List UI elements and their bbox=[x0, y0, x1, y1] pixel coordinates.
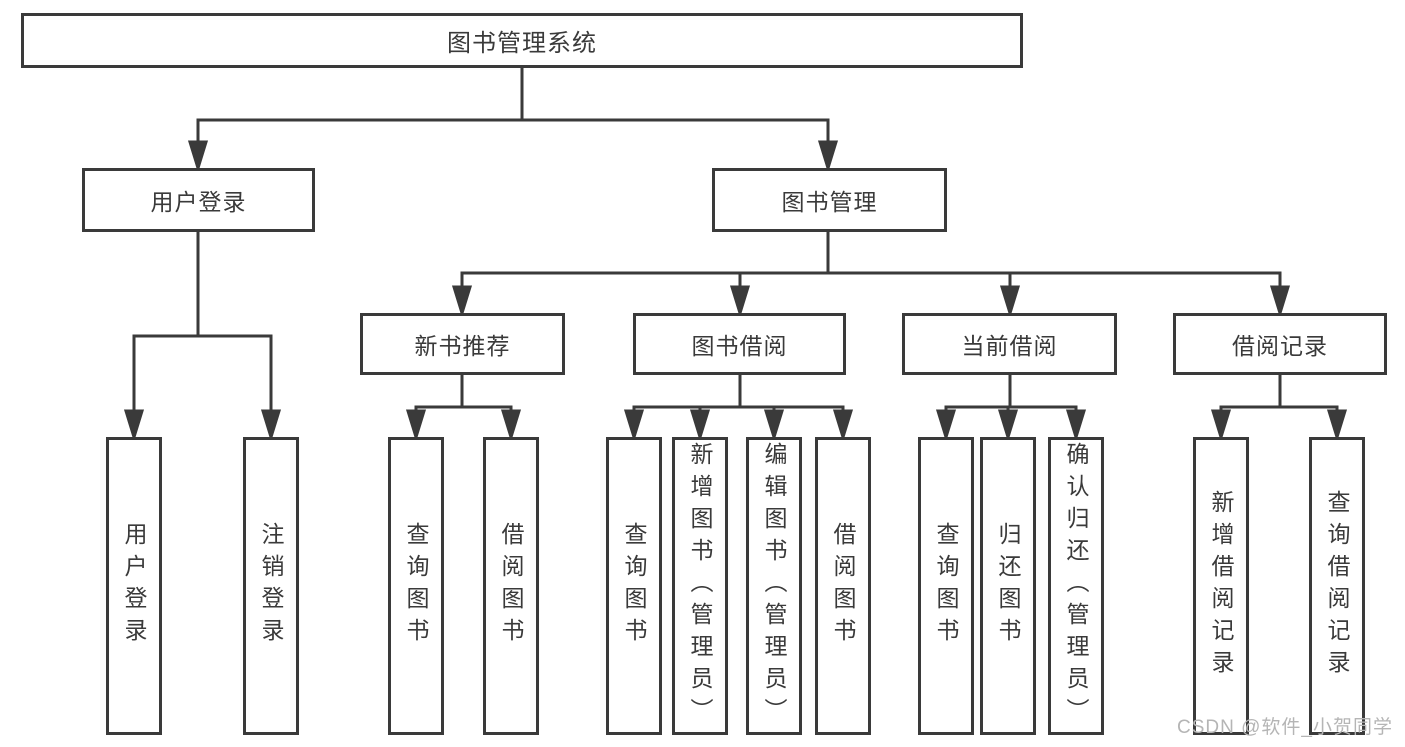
node-borrowing-records: 借阅记录 bbox=[1173, 313, 1387, 375]
leaf-logout: 注销登录 bbox=[243, 437, 299, 735]
leaf-return-books: 归还图书 bbox=[980, 437, 1036, 735]
leaf-add-borrow-record: 新增借阅记录 bbox=[1193, 437, 1249, 735]
node-user-login: 用户登录 bbox=[82, 168, 315, 232]
leaf-confirm-return-admin: 确认归还（管理员） bbox=[1048, 437, 1104, 735]
leaf-add-books-admin: 新增图书（管理员） bbox=[672, 437, 728, 735]
node-current-borrowing: 当前借阅 bbox=[902, 313, 1117, 375]
leaf-query-borrow-record: 查询借阅记录 bbox=[1309, 437, 1365, 735]
leaf-query-books-recommend: 查询图书 bbox=[388, 437, 444, 735]
leaf-user-login: 用户登录 bbox=[106, 437, 162, 735]
leaf-query-books-borrowing: 查询图书 bbox=[606, 437, 662, 735]
node-book-management: 图书管理 bbox=[712, 168, 947, 232]
node-new-book-recommend: 新书推荐 bbox=[360, 313, 565, 375]
leaf-edit-books-admin: 编辑图书（管理员） bbox=[746, 437, 802, 735]
node-root-system: 图书管理系统 bbox=[21, 13, 1023, 68]
leaf-borrow-books-borrowing: 借阅图书 bbox=[815, 437, 871, 735]
node-book-borrowing: 图书借阅 bbox=[633, 313, 846, 375]
leaf-query-books-current: 查询图书 bbox=[918, 437, 974, 735]
leaf-borrow-books-recommend: 借阅图书 bbox=[483, 437, 539, 735]
